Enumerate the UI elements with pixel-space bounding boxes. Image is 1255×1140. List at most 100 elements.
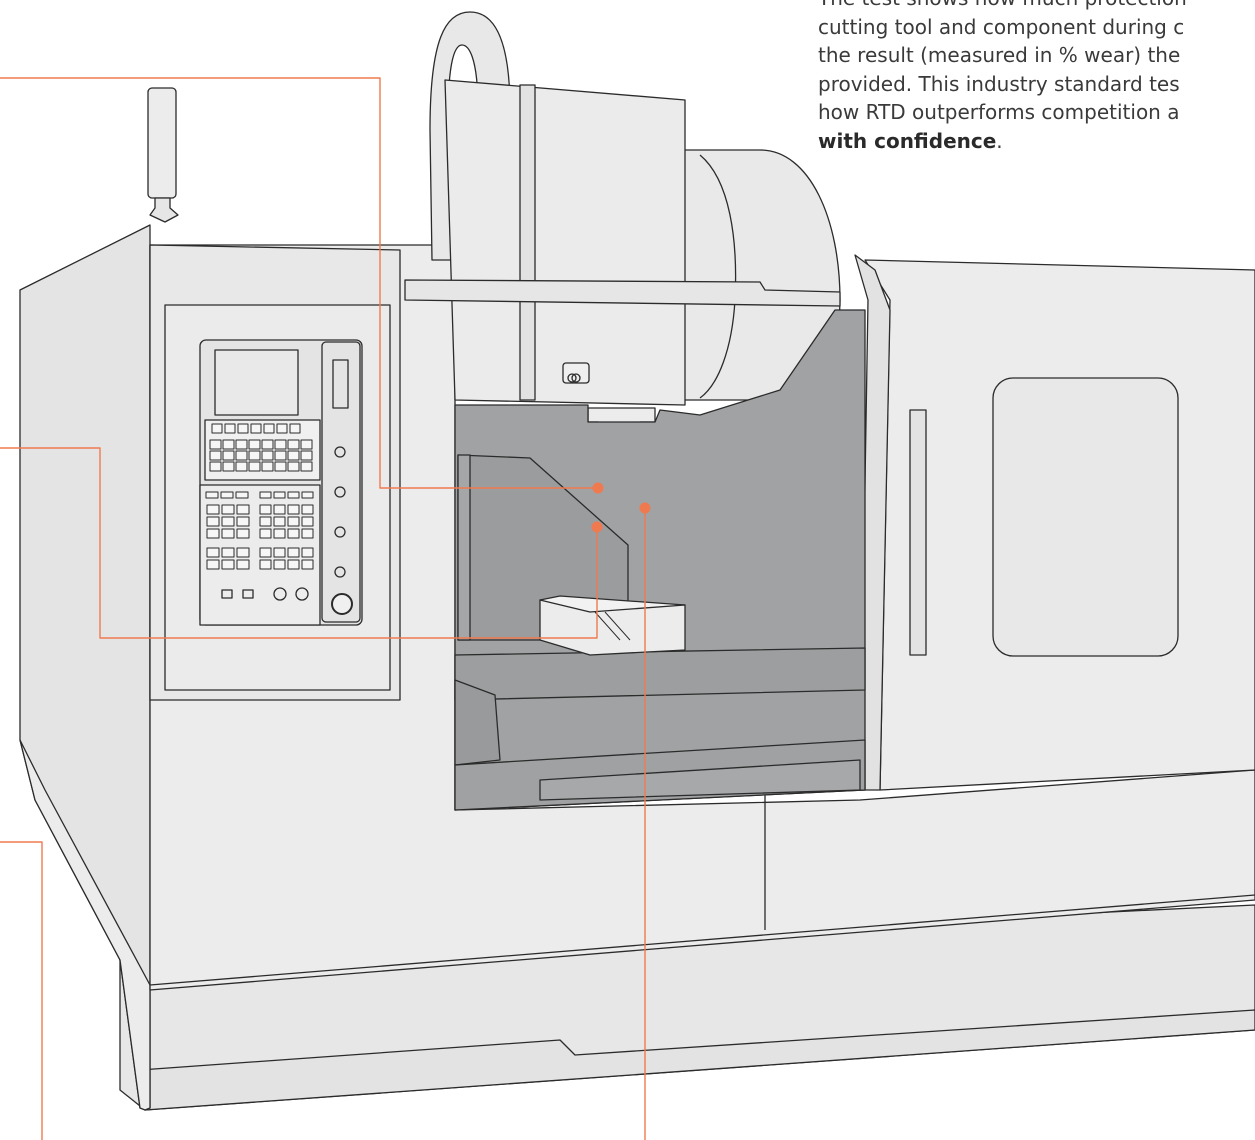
panel-key (273, 559, 286, 570)
panel-key (205, 491, 219, 499)
chip-tray (539, 759, 861, 801)
side-slot (332, 359, 349, 409)
panel-key (248, 461, 261, 472)
panel-key (261, 439, 274, 450)
spindle-head-box (444, 79, 686, 406)
panel-key (224, 423, 236, 434)
panel-key (236, 504, 250, 515)
panel-key (206, 547, 220, 558)
panel-key (301, 504, 314, 515)
callout-leader-tool (0, 77, 598, 489)
panel-key (248, 439, 261, 450)
panel-key (259, 547, 272, 558)
panel-key (235, 439, 248, 450)
callout-markers (591, 482, 651, 533)
callout-dot-panel (591, 521, 603, 533)
panel-key (300, 450, 313, 461)
panel-key (287, 439, 300, 450)
caption-line-1: The test shows how much protection (818, 0, 1255, 13)
panel-key (273, 516, 286, 527)
side-knob-2 (334, 486, 346, 498)
panel-key (236, 516, 250, 527)
panel-key (206, 516, 220, 527)
panel-key (259, 491, 272, 499)
panel-key (222, 450, 235, 461)
panel-screen (214, 349, 299, 416)
caption-line-3: the result (measured in % wear) the (818, 43, 1181, 67)
panel-key (301, 547, 314, 558)
panel-key (209, 439, 222, 450)
panel-key (259, 504, 272, 515)
spindle-column (404, 11, 841, 539)
panel-key (220, 491, 234, 499)
spindle-head-side (519, 84, 536, 401)
panel-key (273, 491, 286, 499)
signal-tower (147, 87, 177, 199)
caption-line-6: with confidence. (818, 127, 1255, 156)
panel-key (263, 423, 275, 434)
control-panel (147, 87, 401, 701)
chamber-column-face (457, 454, 471, 641)
caption-line-2: cutting tool and component during c (818, 14, 1185, 39)
panel-key (274, 450, 287, 461)
side-control-strip (321, 341, 361, 623)
side-knob-1 (334, 446, 346, 458)
panel-key (287, 491, 300, 499)
panel-key (259, 559, 272, 570)
panel-key (236, 547, 250, 558)
emergency-stop (331, 593, 353, 615)
panel-key (259, 516, 272, 527)
panel-key (236, 528, 250, 539)
panel-key (235, 461, 248, 472)
panel-key (221, 559, 235, 570)
panel-key (300, 461, 313, 472)
callout-dot-tool (592, 482, 604, 494)
panel-key (273, 504, 286, 515)
worktable-lower (454, 679, 501, 766)
work-chamber (454, 309, 866, 811)
panel-key (274, 439, 287, 450)
panel-key (301, 516, 314, 527)
panel-key (289, 423, 301, 434)
panel-key (273, 528, 286, 539)
caption-emphasis: with confidence (818, 128, 997, 153)
panel-key (276, 423, 288, 434)
caption-emphasis-suffix: . (996, 128, 1003, 153)
callout-leader-base (0, 841, 43, 1140)
panel-key (222, 439, 235, 450)
panel-key (248, 450, 261, 461)
caption-line-4: provided. This industry standard tes (818, 71, 1180, 96)
caption-text: The test shows how much protection cutti… (818, 0, 1255, 155)
door-window (992, 377, 1179, 657)
panel-keys (205, 423, 314, 570)
panel-key (209, 450, 222, 461)
top-rail (404, 279, 841, 307)
workpiece-top (539, 595, 686, 613)
panel-key (209, 461, 222, 472)
panel-key (273, 547, 286, 558)
panel-key (301, 528, 314, 539)
panel-key (261, 461, 274, 472)
panel-key (287, 516, 300, 527)
panel-key (235, 491, 249, 499)
signal-tower-mount (149, 197, 179, 223)
spindle-badge (562, 362, 590, 384)
callout-dot-chamber (639, 502, 651, 514)
panel-key (211, 423, 223, 434)
panel-key (301, 559, 314, 570)
panel-key (237, 423, 249, 434)
panel-key (287, 504, 300, 515)
left-side-bevel (19, 739, 151, 1111)
panel-key (221, 504, 235, 515)
front-lower-edge (149, 894, 1255, 986)
panel-key (206, 504, 220, 515)
machine-base (19, 224, 1255, 1111)
side-knob-3 (334, 526, 346, 538)
panel-key (287, 461, 300, 472)
panel-key (221, 528, 235, 539)
panel-key (236, 559, 250, 570)
panel-key (287, 528, 300, 539)
panel-key (287, 450, 300, 461)
panel-key (235, 450, 248, 461)
